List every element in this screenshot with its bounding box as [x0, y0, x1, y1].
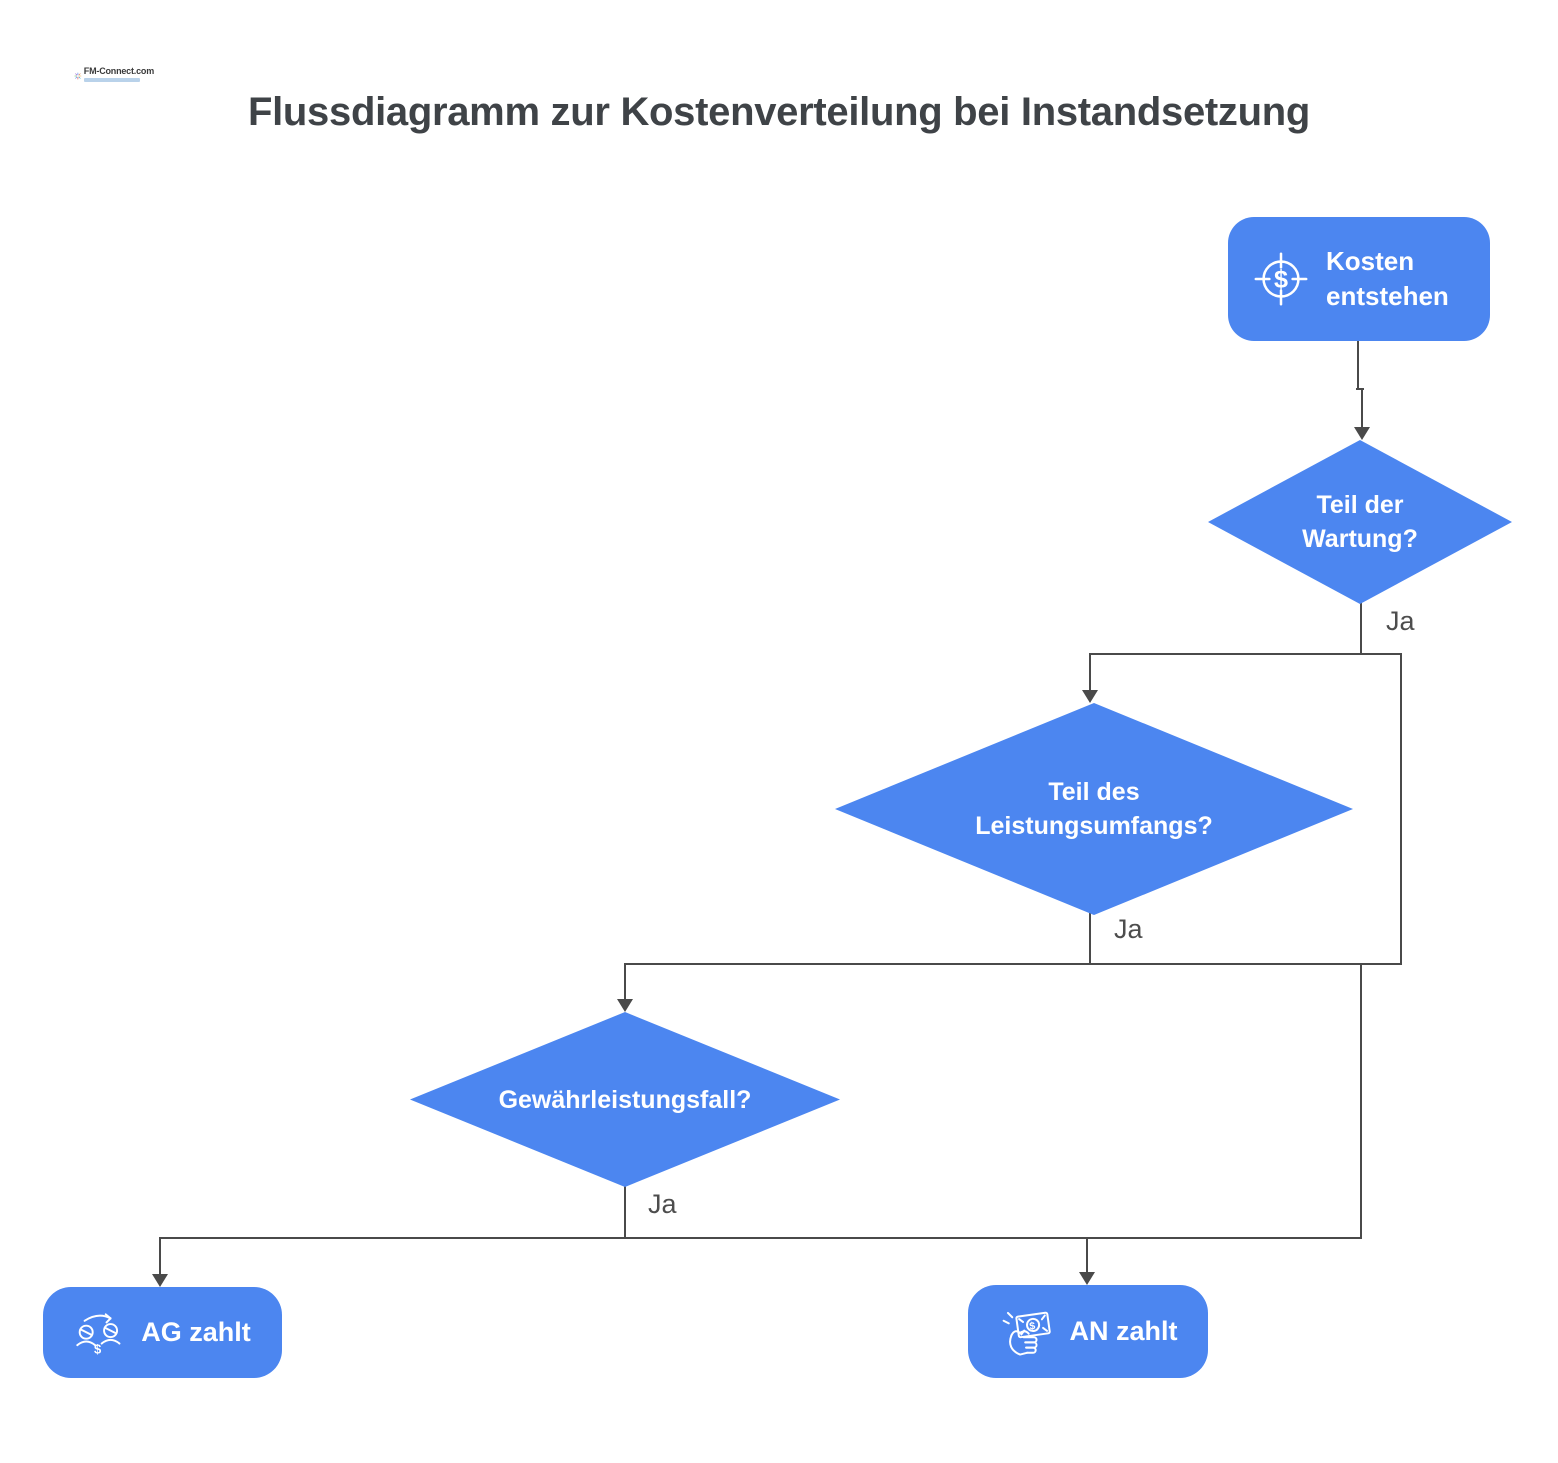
edge-row2-horizontal — [624, 963, 1402, 965]
decision-gewaehrleistungsfall: Gewährleistungsfall? — [410, 1012, 840, 1187]
edge-label-d2-ja: Ja — [1114, 914, 1143, 944]
decision-1-label: Teil der Wartung? — [1302, 491, 1418, 553]
node-an-label: AN zahlt — [1069, 1316, 1178, 1346]
page-title: Flussdiagramm zur Kostenverteilung bei I… — [247, 90, 1311, 134]
logo-brand: FM-Connect.com — [83, 66, 154, 76]
edge-start-d1-a — [1357, 341, 1359, 390]
edge-into-an — [1086, 1237, 1088, 1274]
edge-right-vertical-lower — [1360, 963, 1362, 1239]
logo-tagline-bar — [83, 78, 140, 82]
edge-into-d2 — [1089, 653, 1091, 692]
node-end-ag-zahlt: $ AG zahlt — [43, 1287, 282, 1378]
hand-money-icon: $ — [1002, 1311, 1051, 1356]
edge-label-d1-ja: Ja — [1386, 606, 1415, 636]
logo-starburst-icon — [74, 72, 82, 80]
decision-2-label: Teil des Leistungsumfangs? — [975, 778, 1213, 840]
edge-row1-horizontal — [1089, 653, 1402, 655]
svg-text:$: $ — [94, 1341, 102, 1356]
decision-teil-des-leistungsumfangs: Teil des Leistungsumfangs? — [835, 703, 1353, 915]
arrowhead-into-d3 — [617, 999, 633, 1012]
edge-into-ag — [159, 1237, 161, 1276]
node-ag-label: AG zahlt — [141, 1317, 251, 1347]
node-start-label: Kosten entstehen — [1326, 246, 1449, 311]
edge-into-d3 — [624, 963, 626, 1001]
edge-right-vertical-upper — [1400, 653, 1402, 965]
svg-text:$: $ — [1028, 1321, 1035, 1333]
edge-start-d1-b — [1361, 388, 1363, 428]
decision-3-label: Gewährleistungsfall? — [498, 1085, 752, 1114]
edge-row3-horizontal — [159, 1237, 1362, 1239]
node-end-an-zahlt: $ AN zahlt — [968, 1285, 1208, 1378]
arrowhead-into-ag — [152, 1274, 168, 1287]
arrowhead-into-an — [1079, 1272, 1095, 1285]
arrowhead-into-d1 — [1354, 427, 1370, 440]
people-exchange-icon: $ — [76, 1312, 121, 1356]
node-start-kosten-entstehen: $ Kosten entstehen — [1228, 217, 1490, 341]
dollar-target-icon: $ — [1254, 252, 1308, 306]
svg-text:$: $ — [1274, 266, 1288, 294]
decision-teil-der-wartung: Teil der Wartung? — [1208, 440, 1512, 604]
edge-d2-down — [1089, 913, 1091, 965]
edge-d3-down — [624, 1185, 626, 1239]
logo: FM-Connect.com — [74, 66, 154, 86]
edge-label-d3-ja: Ja — [648, 1189, 677, 1219]
edge-start-d1-jog — [1356, 388, 1364, 390]
arrowhead-into-d2 — [1082, 690, 1098, 703]
edge-d1-down — [1360, 602, 1362, 655]
